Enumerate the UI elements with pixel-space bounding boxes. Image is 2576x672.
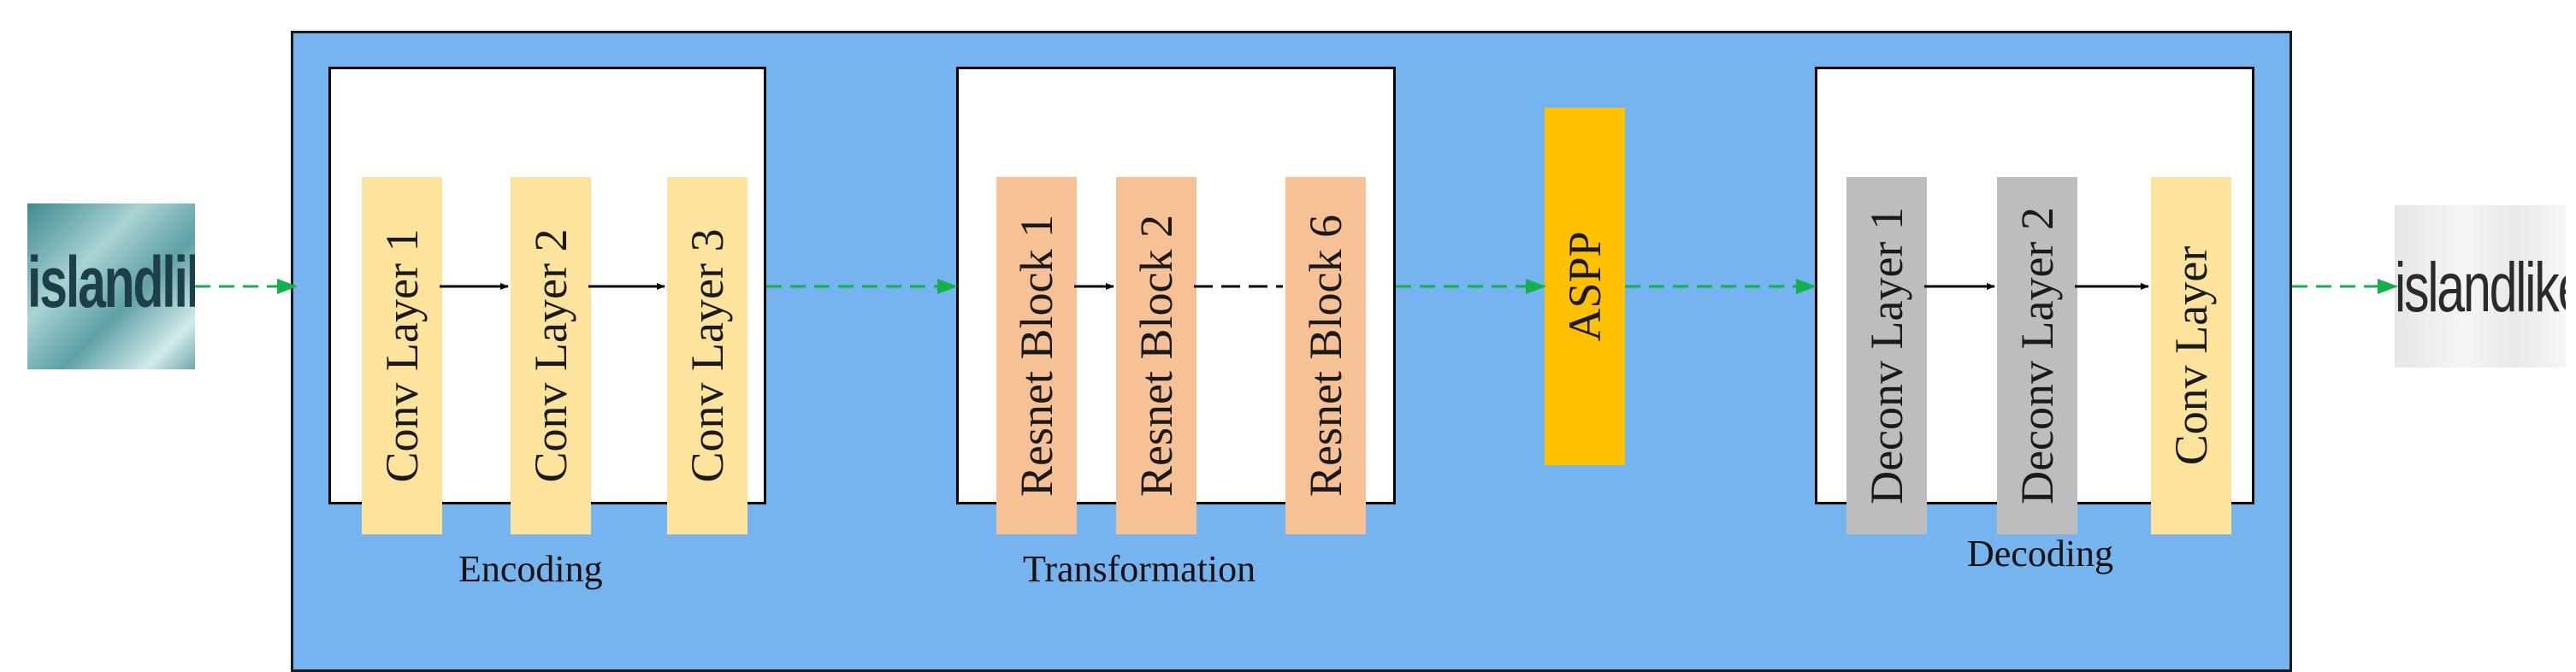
conv-layer-3: Conv Layer 3 xyxy=(667,177,747,534)
encoding-label: Encoding xyxy=(458,548,603,590)
transformation-box: Resnet Block 1 Resnet Block 2 Resnet Blo… xyxy=(956,67,1396,534)
resnet-block-2: Resnet Block 2 xyxy=(1116,177,1196,534)
resnet-block-1: Resnet Block 1 xyxy=(996,177,1077,534)
resnet-block-6: Resnet Block 6 xyxy=(1285,177,1366,534)
conv-layer-1: Conv Layer 1 xyxy=(362,177,442,534)
decoding-box: Deconv Layer 1 Deconv Layer 2 Conv Layer xyxy=(1815,67,2254,534)
aspp-block: ASPP xyxy=(1545,108,1625,465)
conv-layer-2: Conv Layer 2 xyxy=(511,177,591,534)
output-image: islandlike xyxy=(2395,205,2566,368)
encoding-box: Conv Layer 1 Conv Layer 2 Conv Layer 3 xyxy=(328,67,766,534)
decoding-label: Decoding xyxy=(1967,533,2114,575)
deconv-layer-2: Deconv Layer 2 xyxy=(1997,177,2077,534)
input-image: islandlike xyxy=(27,203,195,369)
input-image-word: islandlike xyxy=(27,242,195,322)
decoding-conv-layer: Conv Layer xyxy=(2151,177,2231,534)
transformation-label: Transformation xyxy=(1023,548,1256,590)
deconv-layer-1: Deconv Layer 1 xyxy=(1846,177,1927,534)
output-image-word: islandlike xyxy=(2395,249,2566,327)
